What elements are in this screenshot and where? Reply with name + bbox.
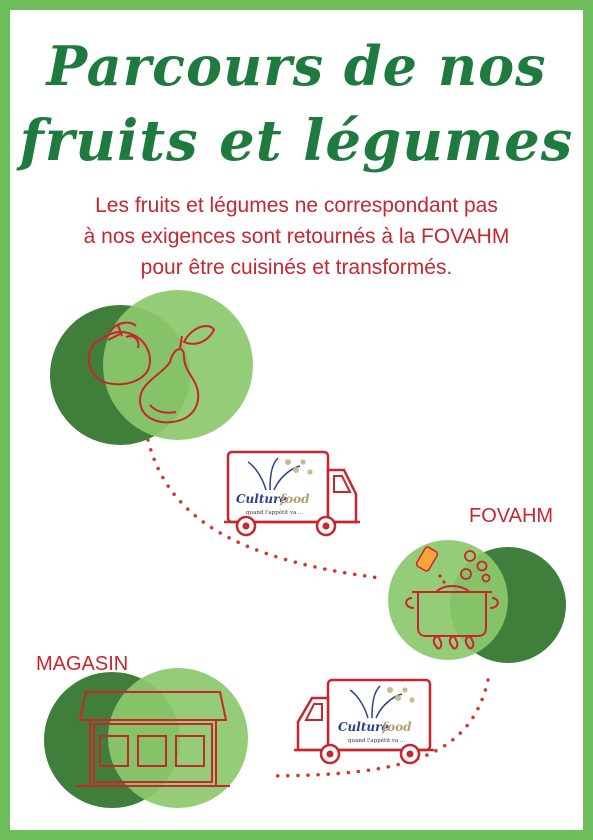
magasin-shop-icon [44,668,248,808]
brand-tagline: quand l'appétit va ... [246,509,304,516]
culturefood-logo-2: Culture food quand l'appétit va ... [338,685,415,744]
fovahm-cooking-icon [388,540,566,663]
poster-subtitle: Les fruits et légumes ne correspondant p… [32,190,561,283]
brand-name-culture: Culture [236,492,287,506]
poster-title-line-1: Parcours de nos [46,34,547,98]
poster-title-line-2: fruits et légumes [19,108,574,174]
brand-name-food-2: food [381,720,412,734]
produce-icon [50,290,253,445]
pear-icon [138,325,216,424]
brand-tagline-2: quand l'appétit va ... [348,737,406,744]
chopped-vegetables-icon [460,550,491,583]
dotted-path-fovahm-to-magasin [266,678,490,778]
station-label-fovahm: FOVAHM [469,505,554,527]
tomato-icon [87,321,151,386]
subtitle-line-2: à nos exigences sont retournés à la FOVA… [83,225,510,248]
shop-building-icon [76,691,230,787]
subtitle-line-1: Les fruits et légumes ne correspondant p… [95,194,498,217]
salt-shaker-icon [415,546,446,584]
cooking-pot-icon [405,585,499,650]
delivery-truck-1: Culture food quand l'appétit va ... [224,450,360,537]
subtitle-line-3: pour être cuisinés et transformés. [140,256,453,279]
delivery-truck-2: Culture food quand l'appétit va ... [294,678,434,765]
culturefood-logo-1: Culture food quand l'appétit va ... [236,457,313,516]
brand-name-culture-2: Culture [338,720,389,734]
brand-name-food: food [279,492,310,506]
dotted-path-produce-to-fovahm [146,438,382,580]
station-label-magasin: MAGASIN [36,653,129,675]
